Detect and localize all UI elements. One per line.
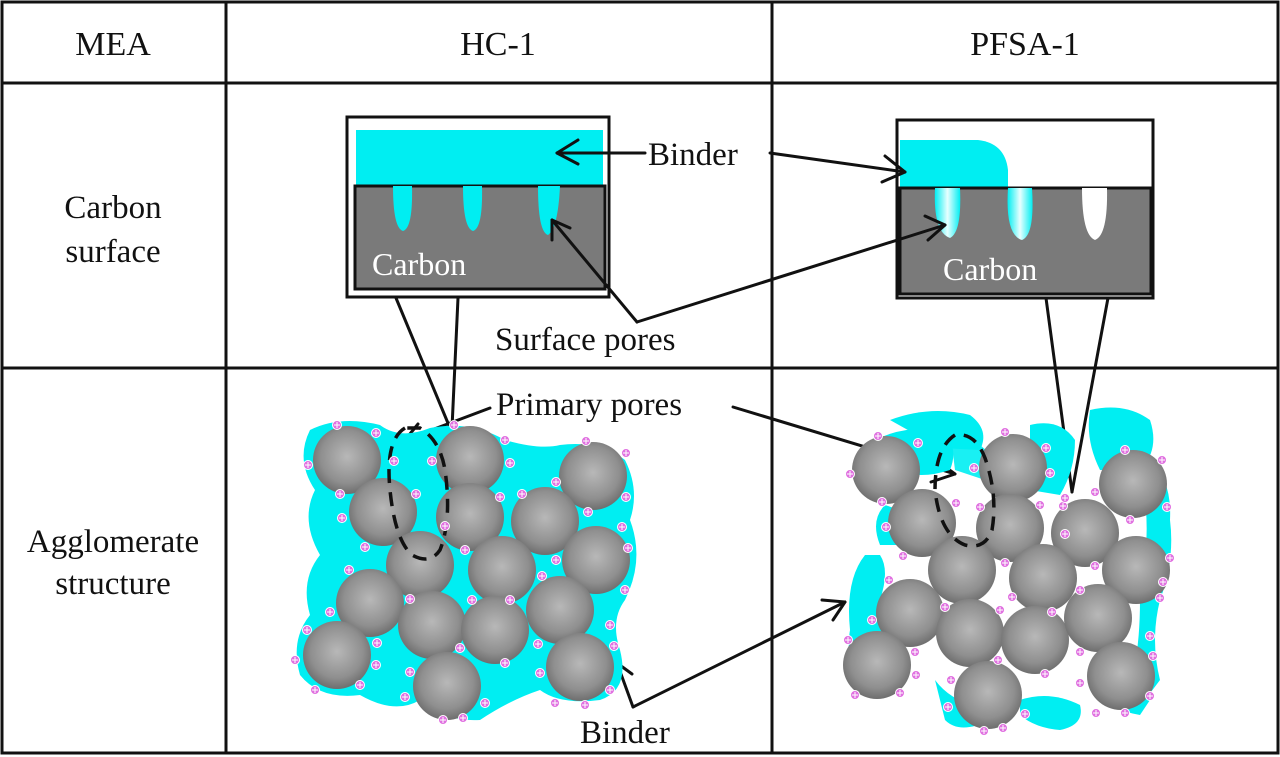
- header-pfsa-1: PFSA-1: [970, 26, 1080, 63]
- surface-pores-arrows: [550, 214, 947, 324]
- hc1-zoom-callout: [394, 296, 460, 430]
- binder-top-arrows: [555, 138, 907, 184]
- hc1-agglomerate: [290, 420, 637, 725]
- carbon-label-pfsa1: Carbon: [943, 251, 1037, 287]
- pfsa1-agglomerate: [843, 407, 1175, 736]
- binder-bottom-arrows: [610, 598, 847, 709]
- hc1-carbon-surface-inset: Carbon: [345, 115, 611, 299]
- annotation-primary-pores: Primary pores: [496, 387, 682, 423]
- row-label-agglomerate-1: Agglomerate: [27, 524, 199, 560]
- row-label-carbon-surface-1: Carbon: [64, 190, 161, 226]
- annotation-surface-pores: Surface pores: [495, 322, 676, 358]
- annotation-binder-bottom: Binder: [580, 715, 670, 751]
- annotation-binder-top: Binder: [648, 137, 738, 173]
- row-label-agglomerate-2: structure: [55, 566, 170, 602]
- carbon-label-hc1: Carbon: [372, 246, 466, 282]
- header-hc-1: HC-1: [460, 26, 536, 63]
- row-label-carbon-surface-2: surface: [65, 234, 160, 270]
- header-mea: MEA: [75, 26, 151, 63]
- pfsa1-carbon-surface-inset: Carbon: [895, 118, 1155, 300]
